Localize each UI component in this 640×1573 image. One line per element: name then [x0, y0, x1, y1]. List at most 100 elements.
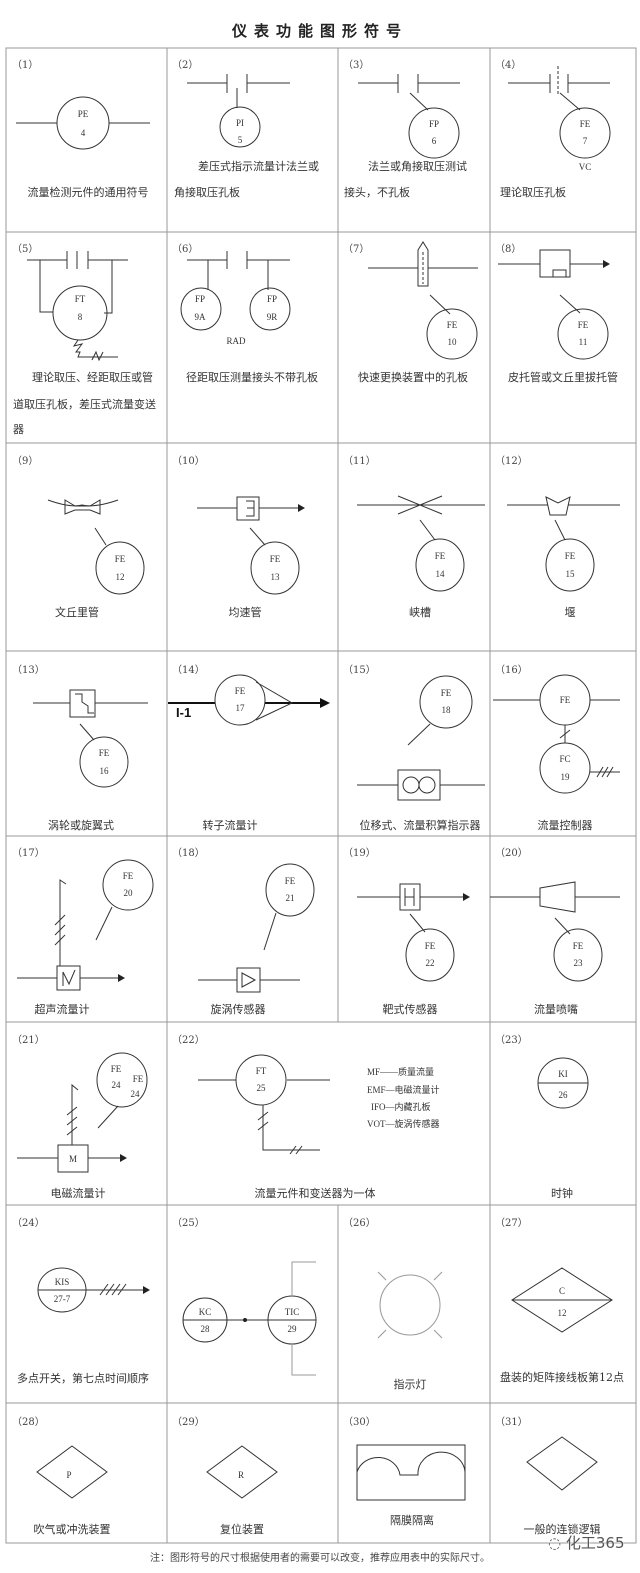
- svg-text:FE: FE: [580, 119, 591, 129]
- cell-number: （28）: [12, 1417, 45, 1428]
- symbol-29: R: [206, 1445, 278, 1499]
- caption: 复位装置: [220, 1523, 264, 1536]
- caption: 时钟: [551, 1187, 573, 1200]
- svg-text:IFO—内藏孔板: IFO—内藏孔板: [371, 1101, 431, 1112]
- svg-text:I-1: I-1: [176, 705, 191, 720]
- svg-text:PI: PI: [236, 118, 244, 128]
- svg-text:24: 24: [112, 1080, 122, 1090]
- svg-text:12: 12: [558, 1308, 567, 1318]
- caption: 流量控制器: [537, 819, 593, 832]
- cell-number: （3）: [343, 60, 370, 71]
- svg-text:TIC: TIC: [285, 1307, 300, 1317]
- svg-text:FP: FP: [267, 294, 277, 304]
- svg-text:FE: FE: [425, 941, 436, 951]
- footnote: 注：图形符号的尺寸根据使用者的需要可以改变，推荐应用表中的实际尺寸。: [150, 1553, 490, 1564]
- cell-number: （20）: [495, 848, 528, 859]
- svg-text:FE: FE: [285, 876, 296, 886]
- caption: 角接取压孔板: [174, 186, 240, 199]
- symbol-28: P: [36, 1445, 108, 1499]
- svg-text:17: 17: [236, 703, 246, 713]
- caption: 快速更换装置中的孔板: [358, 371, 468, 384]
- svg-text:13: 13: [271, 572, 281, 582]
- caption: 文丘里管: [55, 606, 99, 619]
- symbol-5: FT8: [27, 251, 128, 362]
- caption: 隔膜隔离: [390, 1514, 434, 1527]
- symbol-18: FE 21: [198, 863, 315, 993]
- caption: 吹气或冲洗装置: [33, 1523, 111, 1536]
- cell-number: （6）: [172, 244, 199, 255]
- svg-text:20: 20: [124, 888, 134, 898]
- caption: 指示灯: [393, 1378, 427, 1391]
- svg-text:FP: FP: [429, 119, 439, 129]
- caption: 靶式传感器: [382, 1003, 438, 1016]
- svg-text:KIS: KIS: [55, 1277, 70, 1287]
- cell-number: （25）: [172, 1218, 205, 1229]
- caption: 流量元件和变送器为一体: [254, 1187, 376, 1200]
- svg-text:21: 21: [286, 893, 295, 903]
- svg-text:29: 29: [288, 1324, 298, 1334]
- svg-text:23: 23: [574, 958, 584, 968]
- symbol-27: C12: [511, 1267, 613, 1333]
- svg-text:KI: KI: [558, 1069, 568, 1079]
- svg-text:12: 12: [116, 572, 125, 582]
- svg-text:R: R: [238, 1470, 244, 1480]
- svg-text:PE: PE: [78, 109, 89, 119]
- cell-number: （7）: [343, 244, 370, 255]
- svg-text:FE: FE: [111, 1064, 122, 1074]
- symbol-2: PI5: [187, 74, 290, 148]
- svg-text:4: 4: [81, 128, 86, 138]
- cell-number: （2）: [172, 60, 199, 71]
- svg-text:P: P: [66, 1470, 71, 1480]
- svg-text:RAD: RAD: [226, 336, 246, 346]
- cell-number: （1）: [12, 60, 39, 71]
- caption: 一般的连锁逻辑: [523, 1523, 601, 1536]
- svg-text:26: 26: [559, 1090, 569, 1100]
- cell-number: （15）: [343, 665, 376, 676]
- cell-number: （13）: [12, 665, 45, 676]
- caption: 盘装的矩阵接线板第12点: [500, 1371, 624, 1384]
- symbol-31: [526, 1436, 598, 1491]
- table-grid: [5, 47, 637, 1544]
- page-title: 仪表功能图形符号: [231, 22, 408, 40]
- svg-text:FT: FT: [256, 1066, 267, 1076]
- cell-number: （10）: [172, 456, 205, 467]
- cell-number: （26）: [343, 1218, 376, 1229]
- cell-number: （31）: [495, 1417, 528, 1428]
- caption: 堰: [564, 606, 576, 619]
- caption: 峡槽: [409, 606, 431, 619]
- svg-text:VC: VC: [579, 162, 592, 172]
- cell-number: （12）: [495, 456, 528, 467]
- svg-text:FC: FC: [559, 754, 570, 764]
- cell-number: （23）: [495, 1035, 528, 1046]
- cell-number: （4）: [495, 60, 522, 71]
- svg-text:8: 8: [78, 312, 83, 322]
- svg-text:FE: FE: [560, 695, 571, 705]
- svg-text:11: 11: [579, 337, 588, 347]
- symbol-9: FE 12: [47, 499, 145, 595]
- svg-text:FE: FE: [115, 554, 126, 564]
- wechat-icon: ◌: [548, 1534, 562, 1552]
- cell-number: （16）: [495, 665, 528, 676]
- svg-text:M: M: [69, 1154, 77, 1164]
- svg-text:FE: FE: [235, 686, 246, 696]
- svg-text:28: 28: [201, 1324, 211, 1334]
- svg-text:15: 15: [566, 569, 576, 579]
- cell-number: （18）: [172, 848, 205, 859]
- svg-text:VOT—旋涡传感器: VOT—旋涡传感器: [367, 1118, 440, 1129]
- svg-text:9A: 9A: [195, 312, 207, 322]
- symbol-4: FE7 VC: [508, 66, 611, 172]
- svg-text:FE: FE: [447, 320, 458, 330]
- cell-number: （22）: [172, 1035, 205, 1046]
